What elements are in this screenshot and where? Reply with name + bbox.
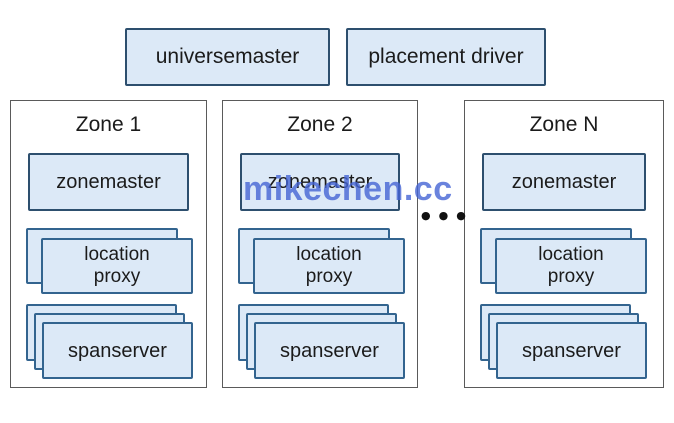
zone-1-title: Zone 1 xyxy=(75,113,142,136)
location-proxy-label: location proxy xyxy=(84,244,150,287)
zonemaster-label: zonemaster xyxy=(511,170,617,193)
zone-2-spanserver-stack: spanserver xyxy=(238,304,405,379)
spanserver-front-box: spanserver xyxy=(254,322,405,379)
zone-n-panel: Zone N zonemaster location proxy spanser… xyxy=(464,100,664,388)
spanserver-label: spanserver xyxy=(522,339,621,362)
location-proxy-label: location proxy xyxy=(296,244,362,287)
zonemaster-label: zonemaster xyxy=(56,170,161,193)
zone-n-spanserver-stack: spanserver xyxy=(480,304,647,379)
zone-2-panel: Zone 2 zonemaster location proxy spanser… xyxy=(222,100,418,388)
zone-n-location-proxy-stack: location proxy xyxy=(480,228,647,294)
location-proxy-front-box: location proxy xyxy=(253,238,405,294)
zone-n-zonemaster-box: zonemaster xyxy=(482,153,646,211)
zone-2-location-proxy-stack: location proxy xyxy=(238,228,405,294)
more-zones-ellipsis: ●●● xyxy=(421,209,474,222)
zone-1-panel: Zone 1 zonemaster location proxy spanser… xyxy=(10,100,207,388)
zonemaster-label: zonemaster xyxy=(267,170,373,193)
universemaster-label: universemaster xyxy=(155,45,300,68)
spanserver-label: spanserver xyxy=(68,339,167,362)
location-proxy-front-box: location proxy xyxy=(41,238,193,294)
location-proxy-front-box: location proxy xyxy=(495,238,647,294)
zone-n-title: Zone N xyxy=(529,113,599,136)
zone-2-zonemaster-box: zonemaster xyxy=(240,153,400,211)
location-proxy-label: location proxy xyxy=(538,244,604,287)
zone-1-spanserver-stack: spanserver xyxy=(26,304,193,379)
spanserver-front-box: spanserver xyxy=(496,322,647,379)
spanserver-front-box: spanserver xyxy=(42,322,193,379)
zone-1-zonemaster-box: zonemaster xyxy=(28,153,189,211)
zone-1-location-proxy-stack: location proxy xyxy=(26,228,193,294)
universemaster-box: universemaster xyxy=(125,28,330,86)
placement-driver-box: placement driver xyxy=(346,28,546,86)
placement-driver-label: placement driver xyxy=(368,45,524,68)
watermark-text: mikechen.cc xyxy=(243,170,453,208)
zone-2-title: Zone 2 xyxy=(287,113,353,136)
spanserver-label: spanserver xyxy=(280,339,379,362)
